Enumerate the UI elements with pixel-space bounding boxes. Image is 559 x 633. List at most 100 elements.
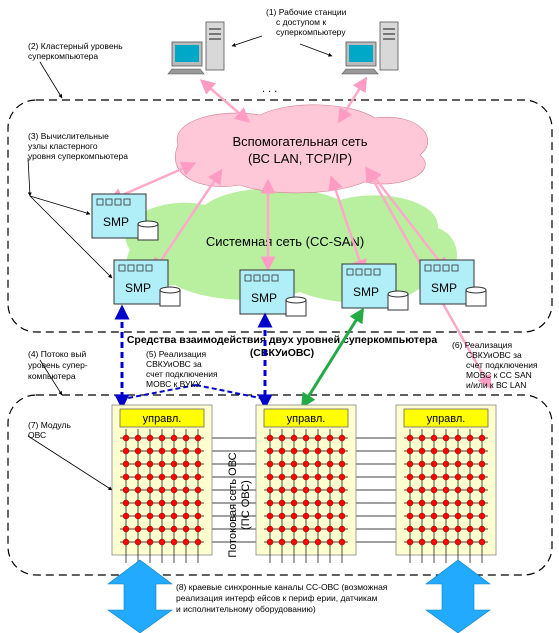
compute-node [278, 499, 286, 507]
compute-node [134, 499, 142, 507]
control-label: управл. [427, 413, 466, 425]
compute-node [478, 512, 486, 520]
svg-text:(2) Кластерный уровень: (2) Кластерный уровень [28, 41, 123, 51]
svku-links [114, 304, 364, 410]
compute-node [418, 499, 426, 507]
compute-node [442, 473, 450, 481]
compute-node [290, 512, 298, 520]
compute-node [454, 473, 462, 481]
compute-node [314, 525, 322, 533]
smp-node-1: SMP [91, 193, 159, 241]
compute-node [266, 447, 274, 455]
svg-text:уровня суперкомпьютера: уровня суперкомпьютера [28, 151, 128, 161]
svg-text:с доступом к: с доступом к [276, 17, 326, 27]
control-unit [119, 408, 205, 428]
compute-node [266, 434, 274, 442]
compute-node [122, 525, 130, 533]
svg-text:СВКУиОВС за: СВКУиОВС за [146, 359, 202, 369]
smp-node-5: SMP [419, 259, 487, 307]
compute-node [266, 486, 274, 494]
svg-text:и исполнительному оборудованию: и исполнительному оборудованию) [176, 604, 316, 614]
svg-text:SMP: SMP [103, 215, 129, 229]
svg-text:SMP: SMP [431, 281, 457, 295]
compute-node [302, 512, 310, 520]
compute-node [122, 473, 130, 481]
compute-node [170, 460, 178, 468]
compute-node [442, 512, 450, 520]
compute-node [194, 486, 202, 494]
svg-text:СВКУиОВС за: СВКУиОВС за [466, 350, 522, 360]
compute-node [146, 473, 154, 481]
compute-node [194, 473, 202, 481]
compute-node [194, 538, 202, 546]
svg-text:SMP: SMP [125, 281, 151, 295]
compute-node [158, 434, 166, 442]
compute-node [418, 473, 426, 481]
compute-node [194, 499, 202, 507]
svg-text:суперкомпьютеру: суперкомпьютеру [276, 27, 346, 37]
compute-node [266, 473, 274, 481]
aux-network-label-2: (ВС LAN, TCP/IP) [248, 151, 352, 166]
compute-node [182, 460, 190, 468]
svg-text:ОВС: ОВС [28, 430, 46, 440]
svg-text:(ПС ОВС): (ПС ОВС) [240, 480, 252, 530]
compute-node [302, 538, 310, 546]
ovs-modules: управл.управл.управл. [111, 404, 497, 563]
compute-node [442, 525, 450, 533]
compute-node [314, 499, 322, 507]
compute-node [418, 538, 426, 546]
text-labels: (1) Рабочие станции с доступом к суперко… [28, 7, 538, 614]
control-unit [263, 408, 349, 428]
compute-node [146, 512, 154, 520]
compute-node [442, 434, 450, 442]
compute-node [290, 486, 298, 494]
control-label: управл. [143, 413, 182, 425]
compute-node [418, 512, 426, 520]
compute-node [478, 447, 486, 455]
smp-node-4: SMP [341, 263, 409, 311]
compute-node [406, 486, 414, 494]
compute-node [454, 538, 462, 546]
compute-node [430, 538, 438, 546]
compute-node [466, 499, 474, 507]
compute-node [406, 434, 414, 442]
compute-node [454, 447, 462, 455]
compute-node [182, 499, 190, 507]
svg-text:(6) Реализация: (6) Реализация [452, 340, 512, 350]
compute-node [430, 512, 438, 520]
system-network-label: Системная сеть (СС-SAN) [206, 234, 364, 249]
stream-level-boundary [7, 394, 553, 576]
compute-node [266, 538, 274, 546]
compute-node [158, 486, 166, 494]
control-unit [403, 408, 489, 428]
ovs-module-1: управл. [111, 404, 213, 563]
compute-node [338, 499, 346, 507]
svg-text:компьютера: компьютера [28, 371, 76, 381]
compute-node [278, 525, 286, 533]
compute-node [122, 434, 130, 442]
compute-node [290, 460, 298, 468]
compute-node [478, 486, 486, 494]
compute-node [170, 538, 178, 546]
compute-node [158, 512, 166, 520]
svg-text:SMP: SMP [251, 291, 277, 305]
svg-text:Потоковая сеть ОВС: Потоковая сеть ОВС [227, 452, 239, 557]
compute-node [478, 473, 486, 481]
compute-node [134, 538, 142, 546]
compute-node [430, 525, 438, 533]
compute-node [466, 512, 474, 520]
compute-node [314, 486, 322, 494]
compute-node [466, 525, 474, 533]
svg-text:уровень супер-: уровень супер- [28, 360, 88, 370]
svg-text:(8) краевые синхронные каналы: (8) краевые синхронные каналы СС-ОВС (во… [176, 582, 388, 592]
compute-node [326, 512, 334, 520]
compute-node [418, 460, 426, 468]
compute-node [418, 486, 426, 494]
compute-node [134, 486, 142, 494]
svg-text:SMP: SMP [353, 285, 379, 299]
compute-node [122, 512, 130, 520]
cluster-level-boundary [7, 99, 553, 333]
compute-node [338, 525, 346, 533]
compute-node [326, 525, 334, 533]
compute-node [290, 525, 298, 533]
